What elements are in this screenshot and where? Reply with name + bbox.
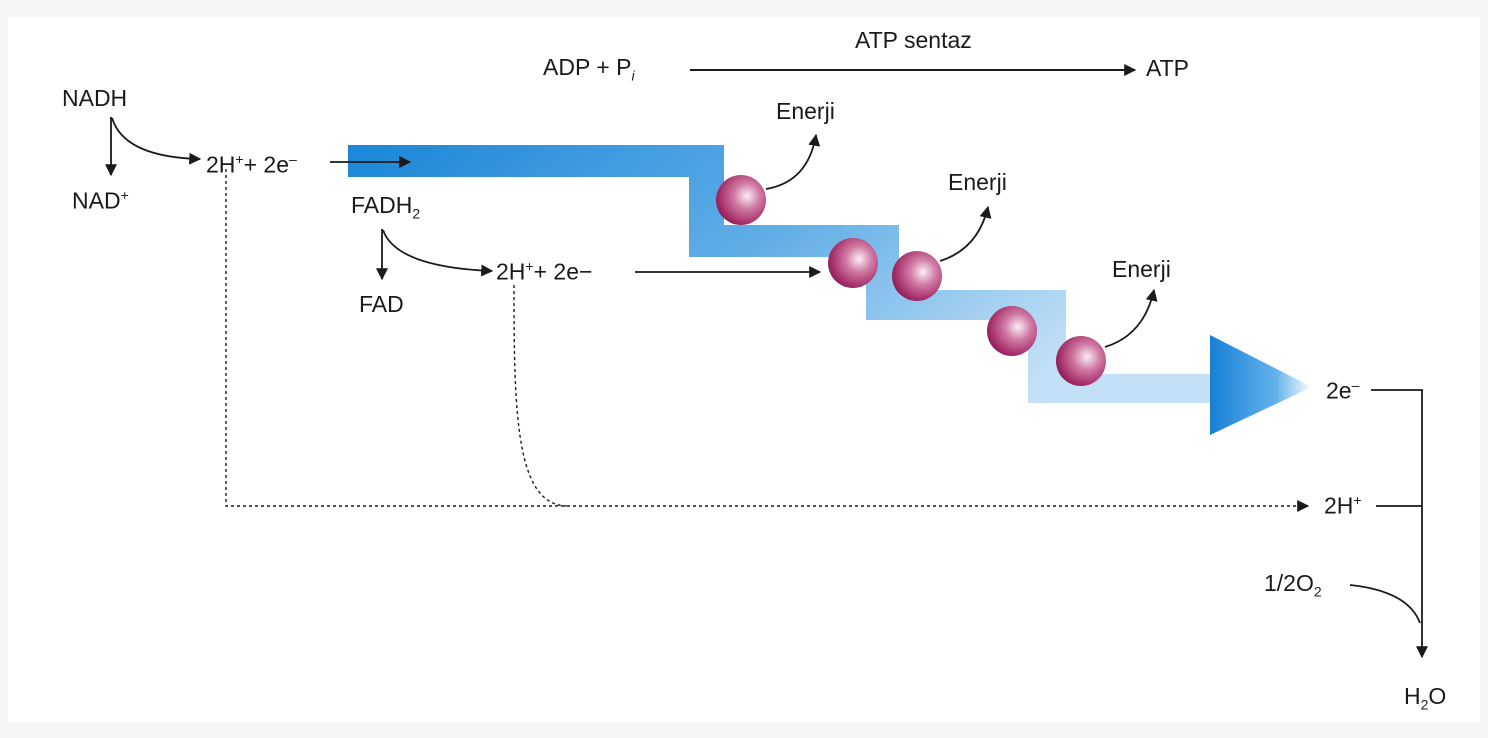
atp-label: ATP <box>1146 55 1190 81</box>
energy-arrow-2 <box>939 205 992 262</box>
water-label: H2O <box>1404 683 1447 713</box>
final-protons-label: 2H+ <box>1324 492 1362 519</box>
nadh-protons-label: 2H++ 2e– <box>206 151 297 178</box>
complex-3 <box>892 251 942 301</box>
energy-label-2: Enerji <box>948 169 1007 195</box>
complex-2 <box>828 238 878 288</box>
nad-label: NAD+ <box>72 187 129 214</box>
electron-transport-band <box>348 145 1210 403</box>
energy-label-3: Enerji <box>1112 256 1171 282</box>
fad-label: FAD <box>359 291 404 317</box>
energy-label-1: Enerji <box>776 98 835 124</box>
electron-transport-diagram <box>105 64 1428 659</box>
adp-label: ADP + Pi <box>543 54 635 84</box>
complex-4 <box>987 306 1037 356</box>
nadh-to-protons-arrow <box>111 117 202 165</box>
proton-path-nadh <box>225 169 1310 512</box>
fadh2-label: FADH2 <box>351 192 421 222</box>
energy-arrow-3 <box>1104 288 1158 348</box>
fadh2-to-protons-arrow <box>382 229 494 277</box>
proton-path-fadh2 <box>513 284 569 507</box>
atp-synthase-label: ATP sentaz <box>855 27 972 53</box>
electron-to-water-line <box>1371 389 1423 506</box>
oxygen-label: 1/2O2 <box>1264 570 1322 600</box>
band-arrow-head <box>1210 335 1312 435</box>
fadh2-protons-label: 2H++ 2e− <box>496 258 593 285</box>
final-electrons-label: 2e– <box>1326 377 1360 404</box>
oxygen-arrow <box>1349 584 1421 624</box>
complex-5 <box>1056 336 1106 386</box>
energy-arrow-1 <box>765 133 821 190</box>
diagram-panel: ADP + Pi ATP sentaz ATP NADH NAD+ 2H++ 2… <box>8 17 1480 722</box>
nadh-label: NADH <box>62 85 128 111</box>
complex-1 <box>716 175 766 225</box>
